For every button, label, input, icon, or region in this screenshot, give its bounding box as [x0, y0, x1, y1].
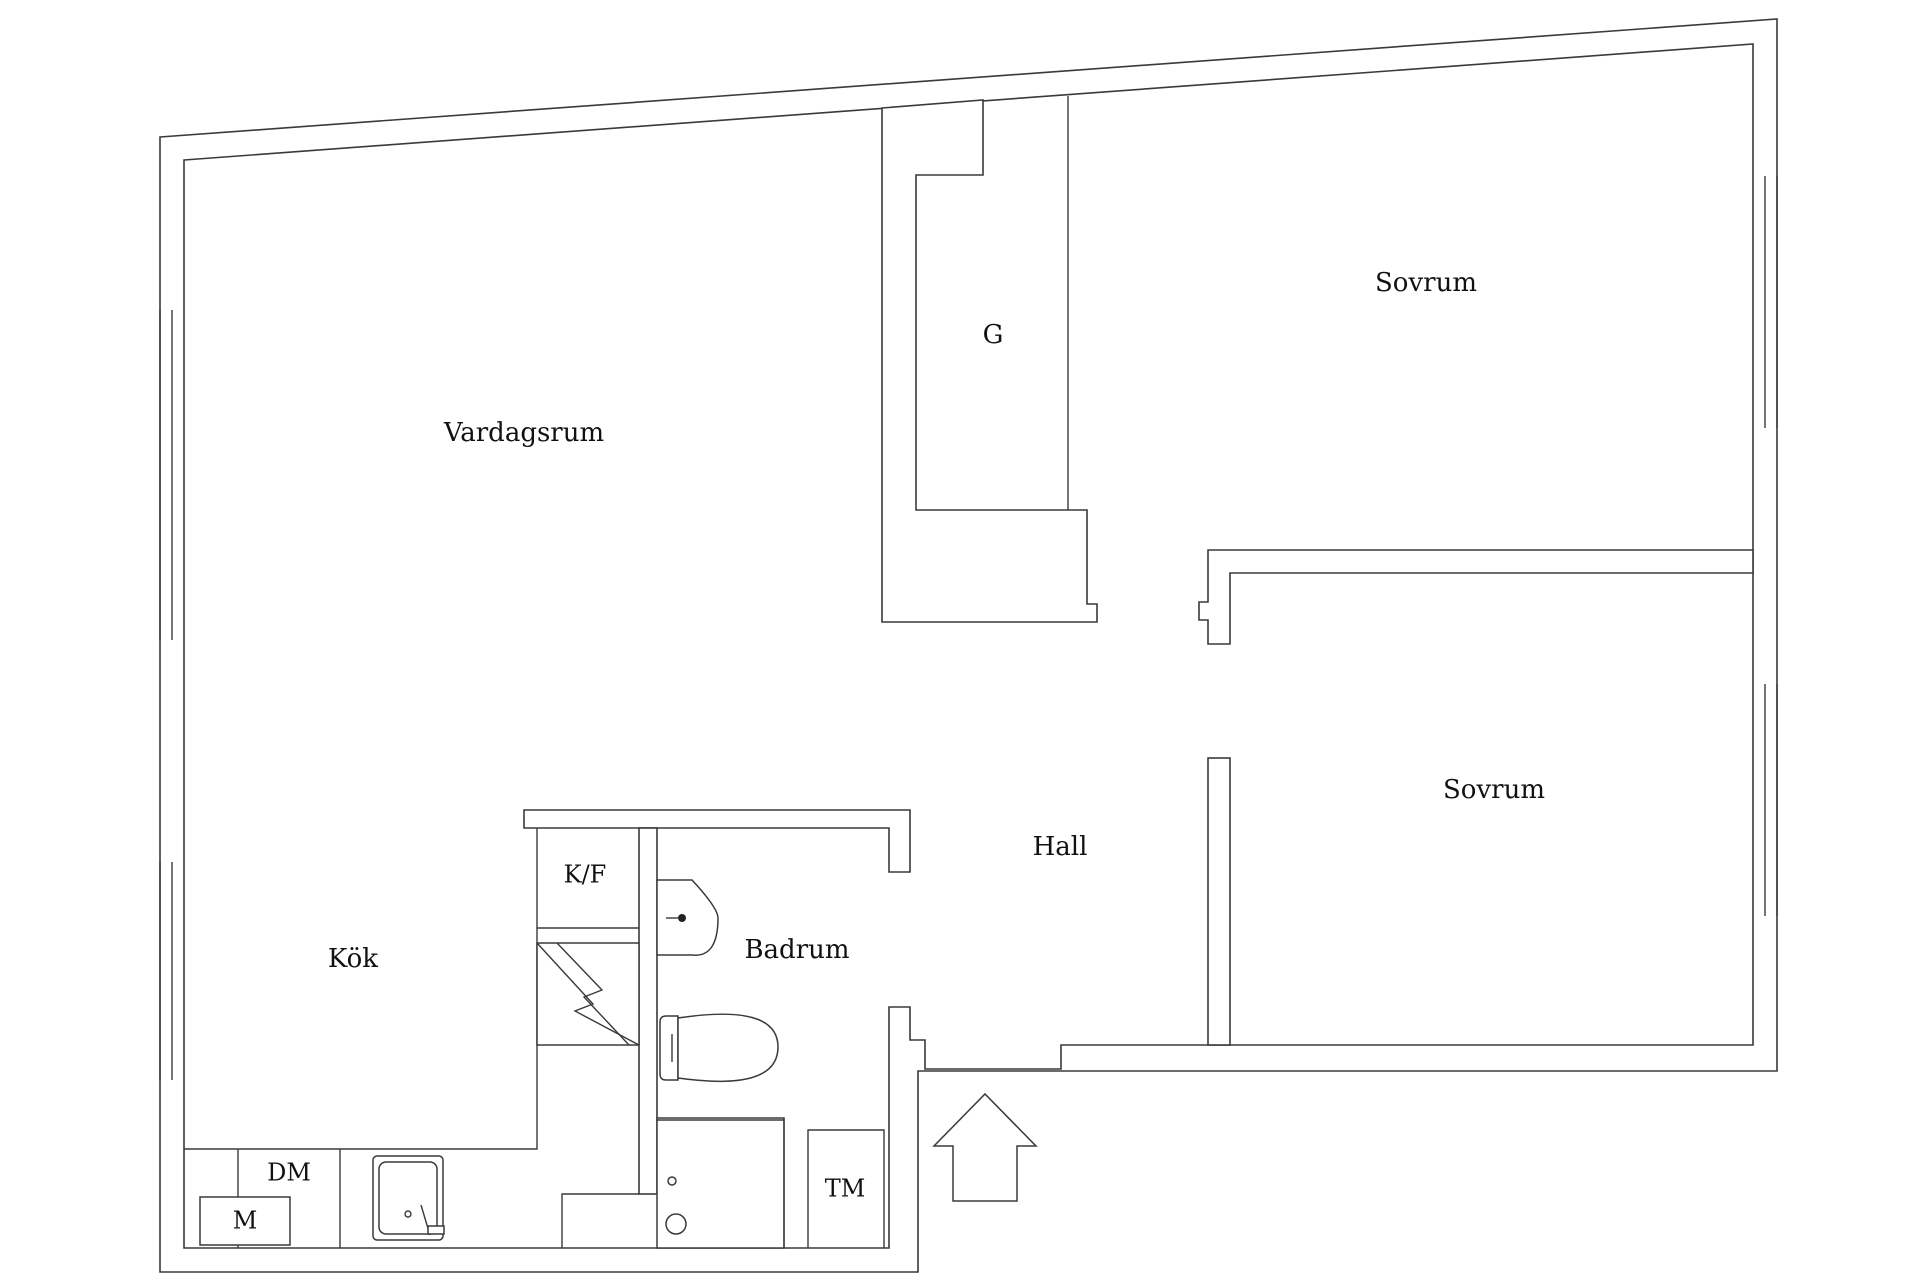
- room-label-closet: G: [983, 320, 1004, 350]
- room-label-vardagsrum: Vardagsrum: [443, 418, 604, 448]
- shower-icon: [656, 1117, 785, 1249]
- room-label-badrum: Badrum: [744, 935, 849, 965]
- room-label-sovrum-1: Sovrum: [1375, 268, 1477, 298]
- fixture-label-fridge-freezer: K/F: [564, 861, 607, 889]
- kitchen-sink-icon: [372, 1155, 445, 1241]
- toilet-icon: [659, 1013, 779, 1083]
- fixture-label-microwave: M: [233, 1207, 258, 1235]
- fixture-label-dishwasher: DM: [267, 1159, 311, 1187]
- room-label-sovrum-2: Sovrum: [1443, 775, 1545, 805]
- fixture-label-washing-machine: TM: [825, 1175, 866, 1203]
- microwave-box: [199, 1196, 291, 1246]
- room-label-kok: Kök: [328, 944, 378, 974]
- washbasin-icon: [656, 879, 719, 956]
- interior-walls: [184, 96, 1754, 1248]
- room-label-hall: Hall: [1033, 832, 1088, 862]
- entrance-arrow-icon: [932, 1092, 1038, 1202]
- electrical-panel-icon: [536, 942, 640, 1046]
- windows: [159, 176, 1778, 1080]
- exterior-wall: [159, 18, 1778, 1273]
